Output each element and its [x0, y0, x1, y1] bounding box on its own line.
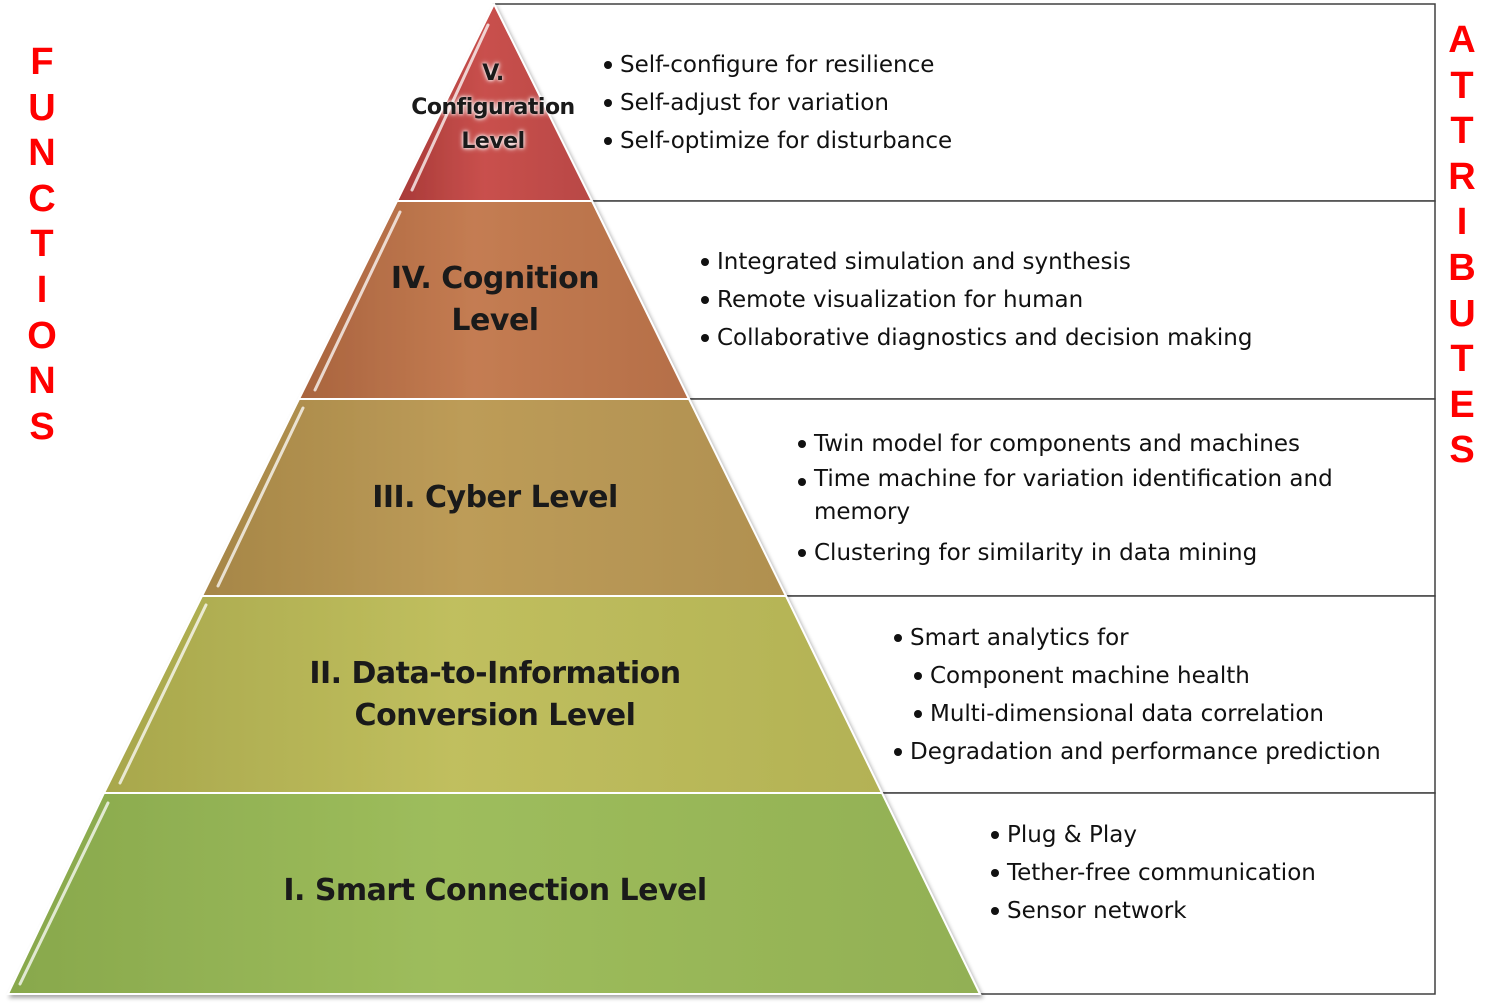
side-word-letter: N	[28, 360, 56, 403]
side-word-letter: T	[30, 223, 54, 266]
side-word-letter: R	[1448, 155, 1476, 198]
level-2-title: II. Data-to-Information Conversion Level	[309, 656, 681, 733]
attribute-item: Collaborative diagnostics and decision m…	[700, 319, 1252, 357]
level-4-title: IV. Cognition Level	[390, 261, 600, 338]
side-word-letter: I	[1456, 201, 1468, 244]
attribute-subitem: Multi-dimensional data correlation	[913, 695, 1381, 733]
attribute-item: Tether-free communication	[990, 854, 1316, 892]
attribute-item: Twin model for components and machines	[797, 425, 1397, 463]
level-3-attributes: Twin model for components and machines T…	[797, 425, 1397, 572]
attribute-item: Self-configure for resilience	[603, 46, 952, 84]
pyramid-level-1	[6, 792, 982, 995]
side-word-letter: T	[1450, 338, 1474, 381]
attribute-item: Time machine for variation identificatio…	[797, 463, 1397, 529]
level-5-attributes: Self-configure for resilience Self-adjus…	[603, 46, 952, 160]
level-5-title: V. Configuration Level	[411, 61, 575, 154]
side-word-letter: U	[28, 86, 56, 129]
attribute-item: Integrated simulation and synthesis	[700, 243, 1252, 281]
level-3-title: III. Cyber Level	[372, 480, 618, 515]
side-word-letter: T	[1450, 64, 1474, 107]
level-1-attributes: Plug & Play Tether-free communication Se…	[990, 816, 1316, 930]
side-word-letter: A	[1448, 19, 1476, 61]
attribute-item: Degradation and performance prediction	[893, 733, 1381, 771]
side-word-letter: E	[1449, 383, 1475, 426]
side-word-letter: S	[29, 405, 55, 448]
side-word-letter: S	[1449, 429, 1475, 472]
attribute-subitem: Component machine health	[913, 657, 1381, 695]
side-word-letter: O	[27, 314, 57, 357]
attribute-item: Clustering for similarity in data mining	[797, 534, 1397, 572]
attribute-item: Remote visualization for human	[700, 281, 1252, 319]
side-word-letter: B	[1448, 246, 1476, 289]
edge-highlights	[18, 23, 490, 986]
attribute-boxes	[492, 3, 1436, 995]
side-word-letter: T	[1450, 110, 1474, 153]
level-1-title: I. Smart Connection Level	[283, 873, 707, 908]
attribute-item: Plug & Play	[990, 816, 1316, 854]
attribute-item: Sensor network	[990, 892, 1316, 930]
attribute-item: Self-optimize for disturbance	[603, 122, 952, 160]
side-word-letter: C	[28, 177, 56, 220]
pyramid	[6, 1, 982, 995]
side-word-letter: N	[28, 132, 56, 175]
side-word-letter: U	[1448, 292, 1476, 335]
level-2-attributes: Smart analytics for Component machine he…	[893, 619, 1381, 771]
side-word-letter: F	[30, 41, 54, 83]
level-4-attributes: Integrated simulation and synthesis Remo…	[700, 243, 1252, 357]
attribute-item: Self-adjust for variation	[603, 84, 952, 122]
attribute-item: Smart analytics for	[893, 619, 1381, 657]
side-word-letter: I	[36, 268, 48, 311]
